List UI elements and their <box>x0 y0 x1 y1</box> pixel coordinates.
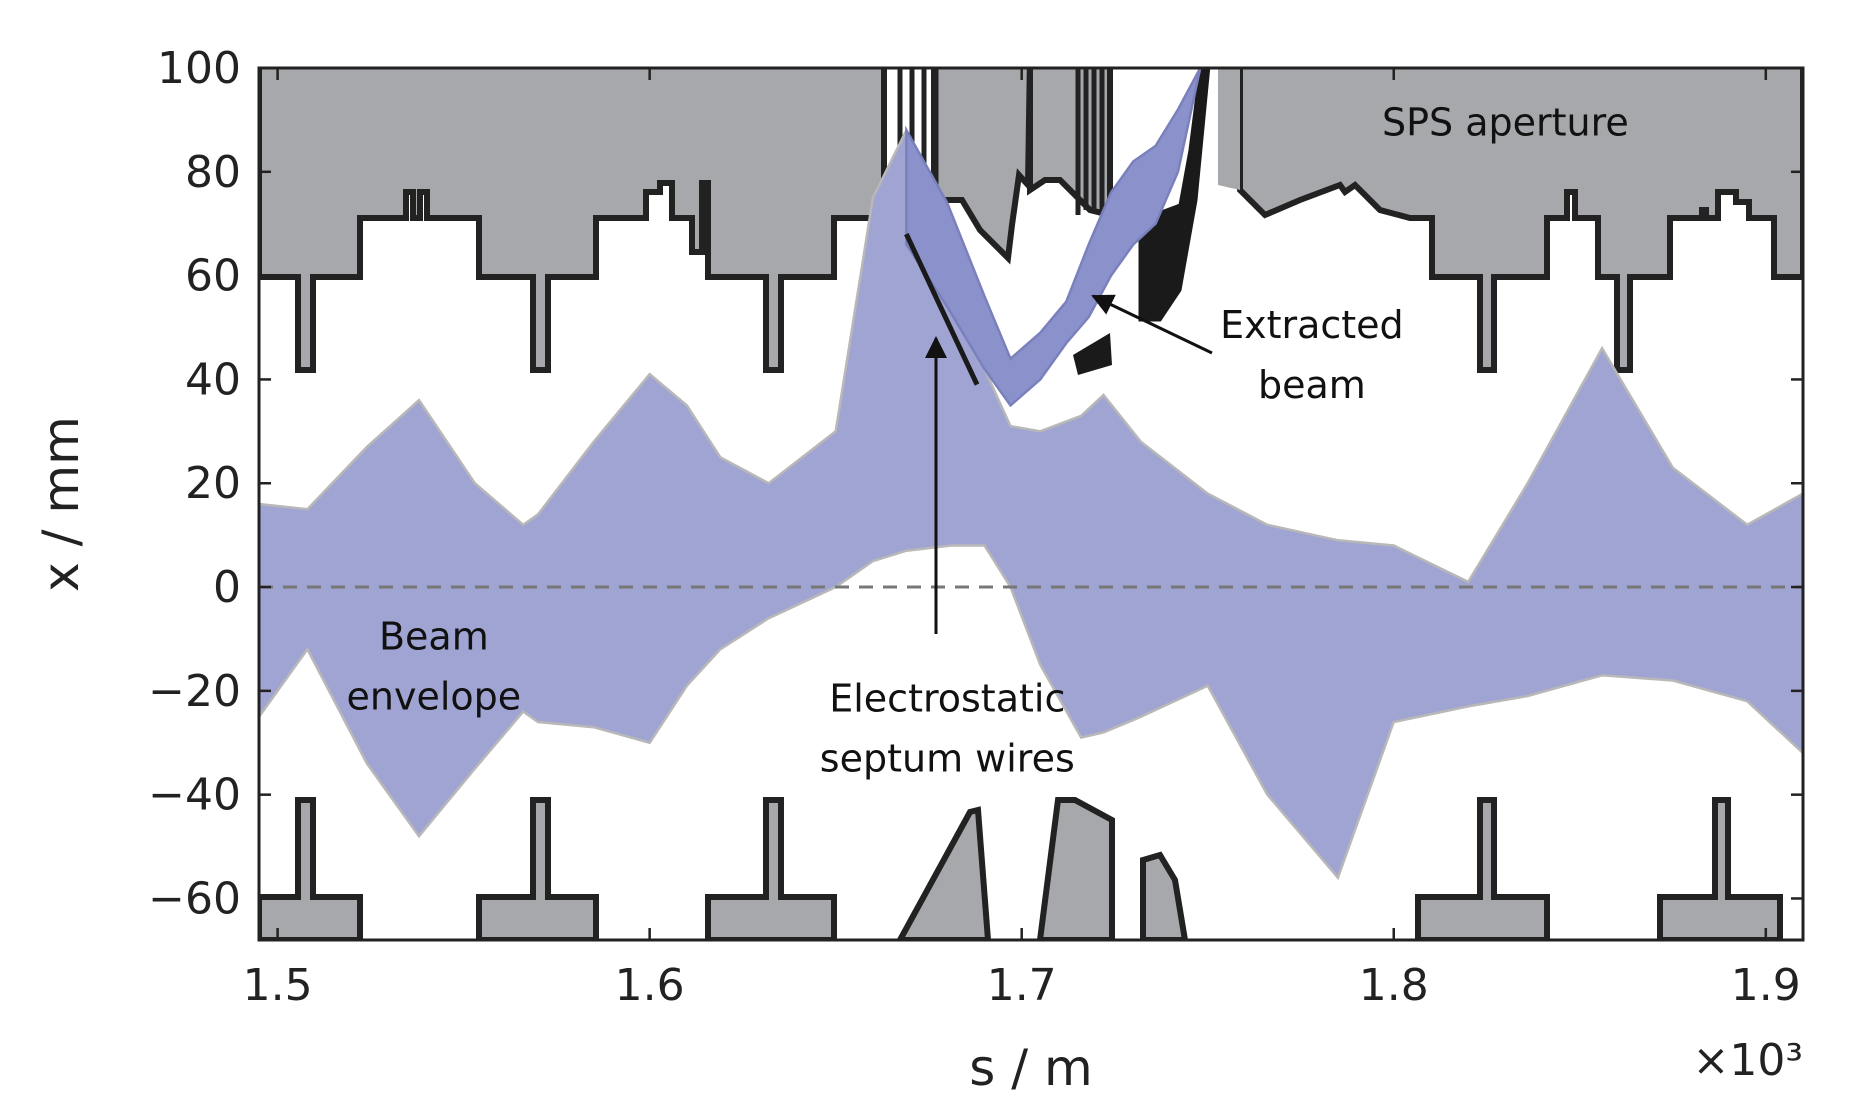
aperture-lower-block <box>1036 797 1115 940</box>
x-axis-multiplier: ×10³ <box>1693 1035 1804 1086</box>
extraction-block <box>1073 333 1112 375</box>
aperture-upper-mid2 <box>1027 68 1113 219</box>
extracted-beam-area <box>905 68 1202 408</box>
y-tick-label: 80 <box>185 147 241 198</box>
x-tick-label: 1.8 <box>1359 960 1429 1011</box>
annotation-line: Electrostatic <box>829 677 1065 721</box>
aperture-upper-left <box>259 68 887 373</box>
annotation-line: Beam <box>379 614 489 658</box>
annotation-line: septum wires <box>820 737 1075 781</box>
y-tick-label: −40 <box>148 770 241 821</box>
extracted-arrow <box>1091 294 1213 355</box>
annotation-label: Beam envelope <box>347 614 522 718</box>
annotation-line: SPS aperture <box>1382 100 1629 144</box>
y-tick-label: 40 <box>185 354 241 405</box>
aperture-upper-right-fill <box>1218 68 1240 190</box>
annotation-line: envelope <box>347 674 522 718</box>
y-tick-label: −20 <box>148 666 241 717</box>
annotation-label: SPS aperture <box>1382 100 1629 144</box>
y-axis-label: x / mm <box>32 416 90 592</box>
aperture-upper-right <box>1237 68 1803 373</box>
y-tick-label: 20 <box>185 458 241 509</box>
x-tick-label: 1.7 <box>987 960 1057 1011</box>
y-tick-label: −60 <box>148 873 241 924</box>
x-tick-label: 1.9 <box>1731 960 1801 1011</box>
annotation-label: Extracted beam <box>1220 303 1404 407</box>
aperture-lower <box>259 797 1783 940</box>
x-tick-label: 1.5 <box>243 960 313 1011</box>
extraction-magnet <box>1138 68 1211 322</box>
aperture-lower-bump <box>1140 851 1189 940</box>
y-tick-label: 100 <box>157 43 241 94</box>
y-tick-label: 60 <box>185 251 241 302</box>
y-tick-label: 0 <box>213 562 241 613</box>
annotation-line: beam <box>1258 363 1366 407</box>
x-tick-label: 1.6 <box>615 960 685 1011</box>
plot-frame <box>257 66 1805 942</box>
aperture-lower-wedge <box>896 806 992 940</box>
annotation-label: Electrostatic septum wires <box>820 677 1075 781</box>
septum-wires <box>904 233 980 386</box>
x-axis-label: s / m <box>969 1039 1092 1097</box>
beam-envelope-area <box>259 126 1803 881</box>
plot-area <box>259 68 1803 940</box>
annotation-line: Extracted <box>1220 303 1404 347</box>
